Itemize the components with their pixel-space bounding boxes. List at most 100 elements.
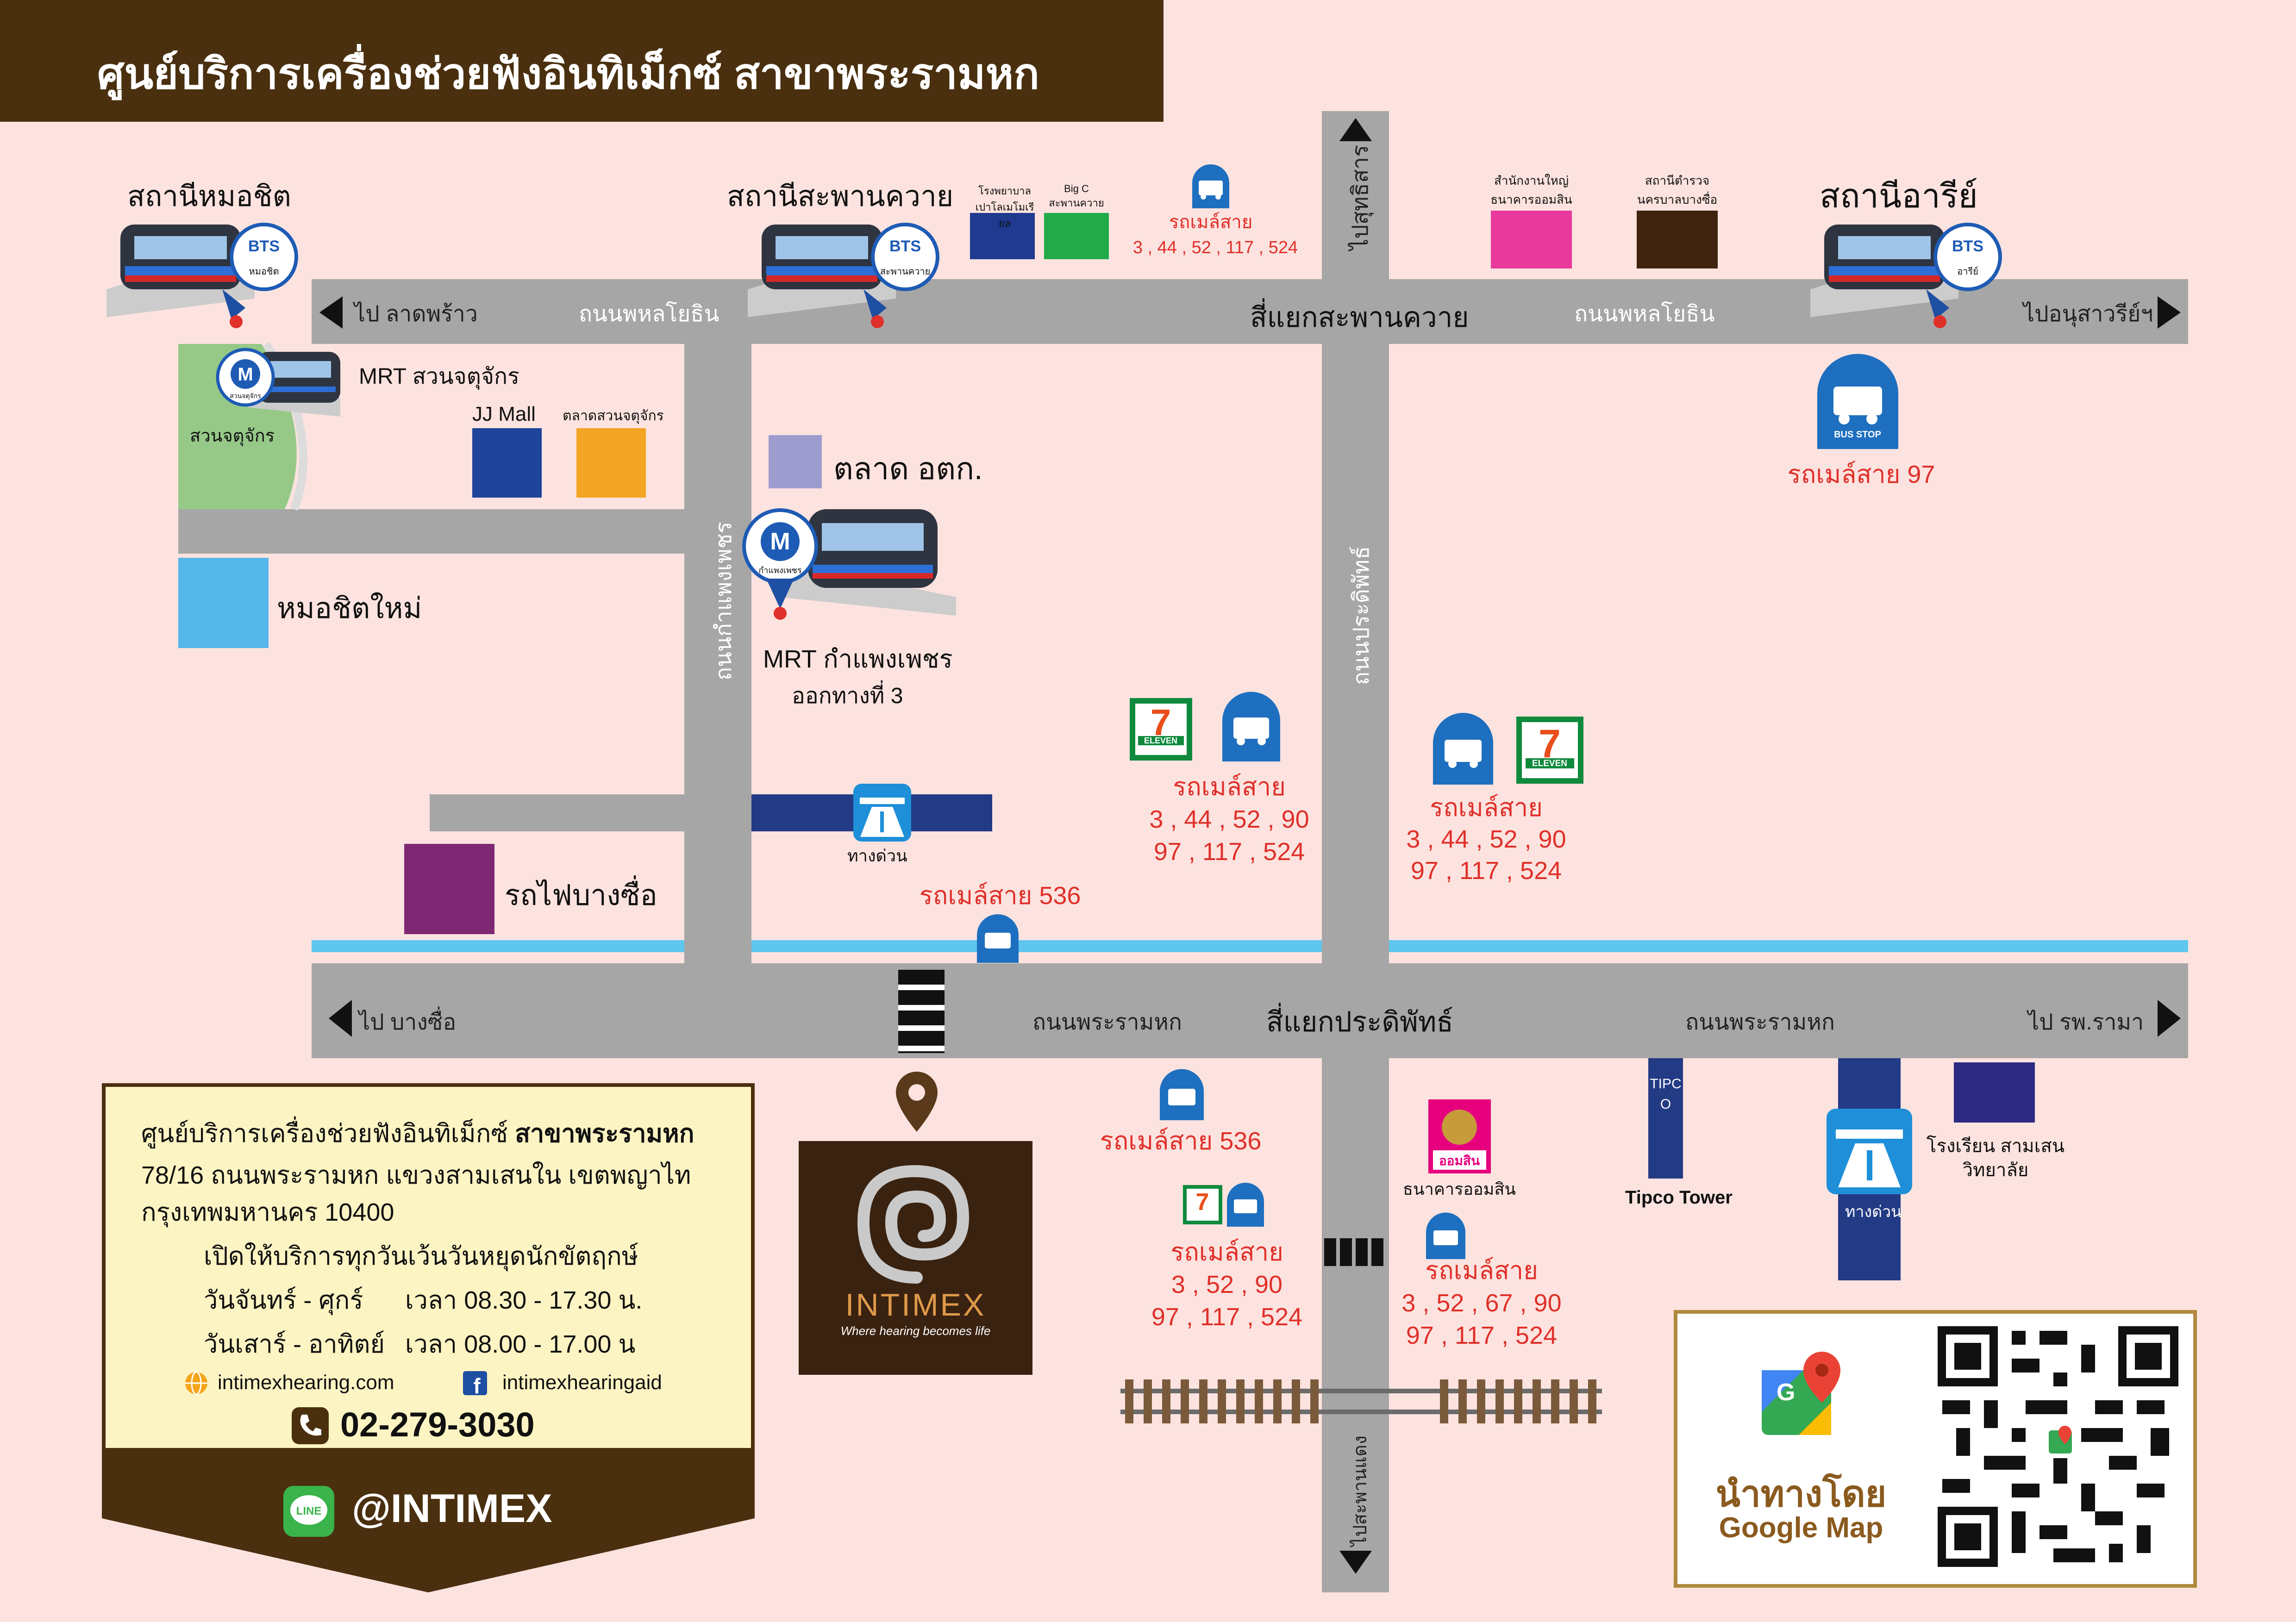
arrow-right-rama-icon	[2158, 1000, 2181, 1037]
sutthisan-road	[1322, 111, 1389, 1592]
bus-536-top-label: รถเมล์สาย 536	[919, 882, 1081, 910]
rama6-label-1: ถนนพระรามหก	[1032, 1010, 1182, 1035]
police-label: สถานีตำรวจ นครบาลบางซื่อ	[1637, 174, 1718, 206]
kamphaeng-over-canal	[684, 940, 751, 963]
seven-eleven-icon: 7 ELEVEN	[1130, 698, 1192, 761]
nav-label: นำทางโดย	[1715, 1473, 1887, 1514]
line-icon: LINE	[283, 1486, 334, 1537]
mo-chit-station-label: สถานีหมอชิต	[127, 181, 291, 212]
info-facebook[interactable]: intimexhearingaid	[502, 1371, 662, 1394]
canal	[312, 940, 2188, 952]
crosswalk-saphan-daeng	[1324, 1238, 1387, 1266]
phahon-label-1: ถนนพหลโยธิน	[579, 302, 719, 326]
arrow-down-icon	[1339, 1551, 1372, 1574]
gsb-hq-square	[1491, 211, 1572, 268]
mrt-exit-label: ออกทางที่ 3	[792, 684, 903, 708]
saphan-khwai-station-tag: สะพานควาย	[880, 267, 931, 277]
mo-chit-station-tag: หมอชิต	[249, 267, 279, 277]
to-sutthisan-label: ไปสุทธิสาร	[1348, 145, 1373, 250]
info-phone[interactable]: 02-279-3030	[340, 1405, 535, 1444]
ortorkor-label: ตลาด อตก.	[833, 451, 983, 486]
arrow-left-bangsue-icon	[329, 1000, 352, 1037]
bus-top-title: รถเมล์สาย	[1169, 212, 1253, 232]
saphan-khwai-station-label: สถานีสะพานควาย	[727, 181, 954, 212]
gsb-hq-label: สำนักงานใหญ่ ธนาคารออมสิน	[1490, 174, 1572, 206]
nav-service: Google Map	[1719, 1512, 1883, 1544]
pradiphat-label: ถนนประดิพัทธ์	[1349, 546, 1374, 685]
jj-mall-square	[472, 428, 542, 498]
mrt-kp-badge: M	[770, 528, 790, 555]
bus-center-left-title: รถเมล์สาย	[1173, 773, 1286, 801]
bus-536-bottom-label: รถเมล์สาย 536	[1100, 1127, 1262, 1155]
school-label: โรงเรียน สามเสนวิทยาลัย	[1926, 1136, 2065, 1180]
seven-eleven-right-icon: 7 ELEVEN	[1516, 717, 1583, 784]
bus-stop-536-bottom-icon	[1160, 1069, 1204, 1120]
bus-top-routes: 3 , 44 , 52 , 117 , 524	[1132, 238, 1298, 257]
info-weekday-time: เวลา 08.30 - 17.30 น.	[405, 1286, 643, 1314]
chatuchak-park-label: สวนจตุจักร	[190, 426, 275, 446]
mrt-chatuchak-tag: สวนจตุจักร	[230, 392, 261, 400]
police-square	[1637, 211, 1718, 268]
mrt-kp-tag: กำแพงเพชร	[758, 566, 801, 575]
paolo-hospital-square	[970, 213, 1035, 259]
saphan-khwai-train-icon: BTS สะพานควาย	[748, 223, 939, 328]
header-bar	[0, 0, 1164, 122]
info-panel-shape	[102, 1083, 755, 1592]
bus-bottom-left-title: รถเมล์สาย	[1170, 1238, 1283, 1266]
to-saphan-daeng-label: ไปสะพานแดง	[1350, 1435, 1370, 1546]
mrt-chatuchak-icon: M สวนจตุจักร	[216, 348, 340, 417]
info-branch: สาขาพระรามหก	[515, 1120, 694, 1148]
bus-97-label: รถเมล์สาย 97	[1787, 461, 1935, 488]
qr-code-icon[interactable]	[1938, 1326, 2178, 1567]
expressway-icon	[853, 784, 911, 842]
google-maps-icon: G	[1762, 1352, 1840, 1435]
brand-name: INTIMEX	[845, 1287, 986, 1323]
tipco-tower-label: Tipco Tower	[1625, 1187, 1733, 1208]
bus-center-left-line1: 3 , 44 , 52 , 90	[1149, 805, 1309, 833]
bus-center-left-line2: 97 , 117 , 524	[1153, 838, 1305, 866]
bus-bottom-right-line1: 3 , 52 , 67 , 90	[1401, 1289, 1562, 1317]
ari-bts-badge: BTS	[1952, 237, 1983, 255]
ari-station-label: สถานีอารีย์	[1820, 178, 1978, 215]
bus-stop-icon	[1192, 164, 1229, 208]
to-rama-hospital-label: ไป รพ.รามา	[2028, 1010, 2144, 1035]
bus-center-right-title: รถเมล์สาย	[1430, 794, 1543, 822]
mrt-chatuchak-label: MRT สวนจตุจักร	[359, 364, 519, 389]
bus-stop-center-left-icon	[1222, 692, 1280, 761]
info-website[interactable]: intimexhearing.com	[218, 1371, 394, 1394]
svg-text:G: G	[1777, 1379, 1795, 1406]
bang-sue-train-square	[404, 844, 494, 934]
arrow-up-icon	[1339, 118, 1372, 141]
rama6-label-2: ถนนพระรามหก	[1685, 1010, 1835, 1035]
mrt-kamphaeng-phet-label: MRT กำแพงเพชร	[763, 645, 953, 673]
crosswalk-rama6	[898, 970, 945, 1053]
page-title: ศูนย์บริการเครื่องช่วยฟังอินทิเม็กซ์ สาข…	[97, 50, 1039, 98]
mrt-chatuchak-badge: M	[238, 364, 253, 385]
expressway-right-icon	[1827, 1109, 1912, 1194]
mo-chit-train-icon: BTS หมอชิต	[106, 223, 298, 328]
to-bang-sue-label: ไป บางซื่อ	[359, 1010, 457, 1035]
phahon-label-2: ถนนพหลโยธิน	[1574, 302, 1715, 326]
saphan-khwai-bts-badge: BTS	[889, 237, 921, 255]
bus-center-right-line2: 97 , 117 , 524	[1410, 857, 1562, 885]
info-weekday-days: วันจันทร์ - ศุกร์	[204, 1286, 363, 1314]
seven-eleven-text: ELEVEN	[1144, 736, 1177, 745]
kamphaeng-phet-label: ถนนกำแพงเพชร	[712, 521, 736, 680]
sutthisan-over-canal	[1322, 940, 1389, 963]
mrt-kamphaeng-phet-icon: M กำแพงเพชร	[742, 508, 956, 620]
mo-chit-bts-badge: BTS	[248, 237, 280, 255]
rama6-road	[312, 963, 2188, 1058]
bus-stop-bottom-right-icon	[1426, 1212, 1465, 1259]
facebook-icon: f	[463, 1371, 487, 1398]
info-name: ศูนย์บริการเครื่องช่วยฟังอินทิเม็กซ์ สาข…	[141, 1113, 694, 1153]
to-lat-phrao-label: ไป ลาดพร้าว	[354, 302, 478, 326]
gsb-bank-label: ธนาคารออมสิน	[1403, 1179, 1516, 1198]
intimex-logo-icon	[857, 1165, 970, 1284]
bus-bottom-left-line2: 97 , 117 , 524	[1151, 1303, 1303, 1331]
bus-stop-97-icon: BUS STOP	[1817, 354, 1898, 449]
saphan-khwai-junction-label: สี่แยกสะพานควาย	[1250, 302, 1469, 333]
info-line[interactable]: @INTIMEX	[352, 1486, 552, 1531]
ortorkor-square	[769, 435, 822, 488]
svg-text:7: 7	[1196, 1189, 1209, 1216]
